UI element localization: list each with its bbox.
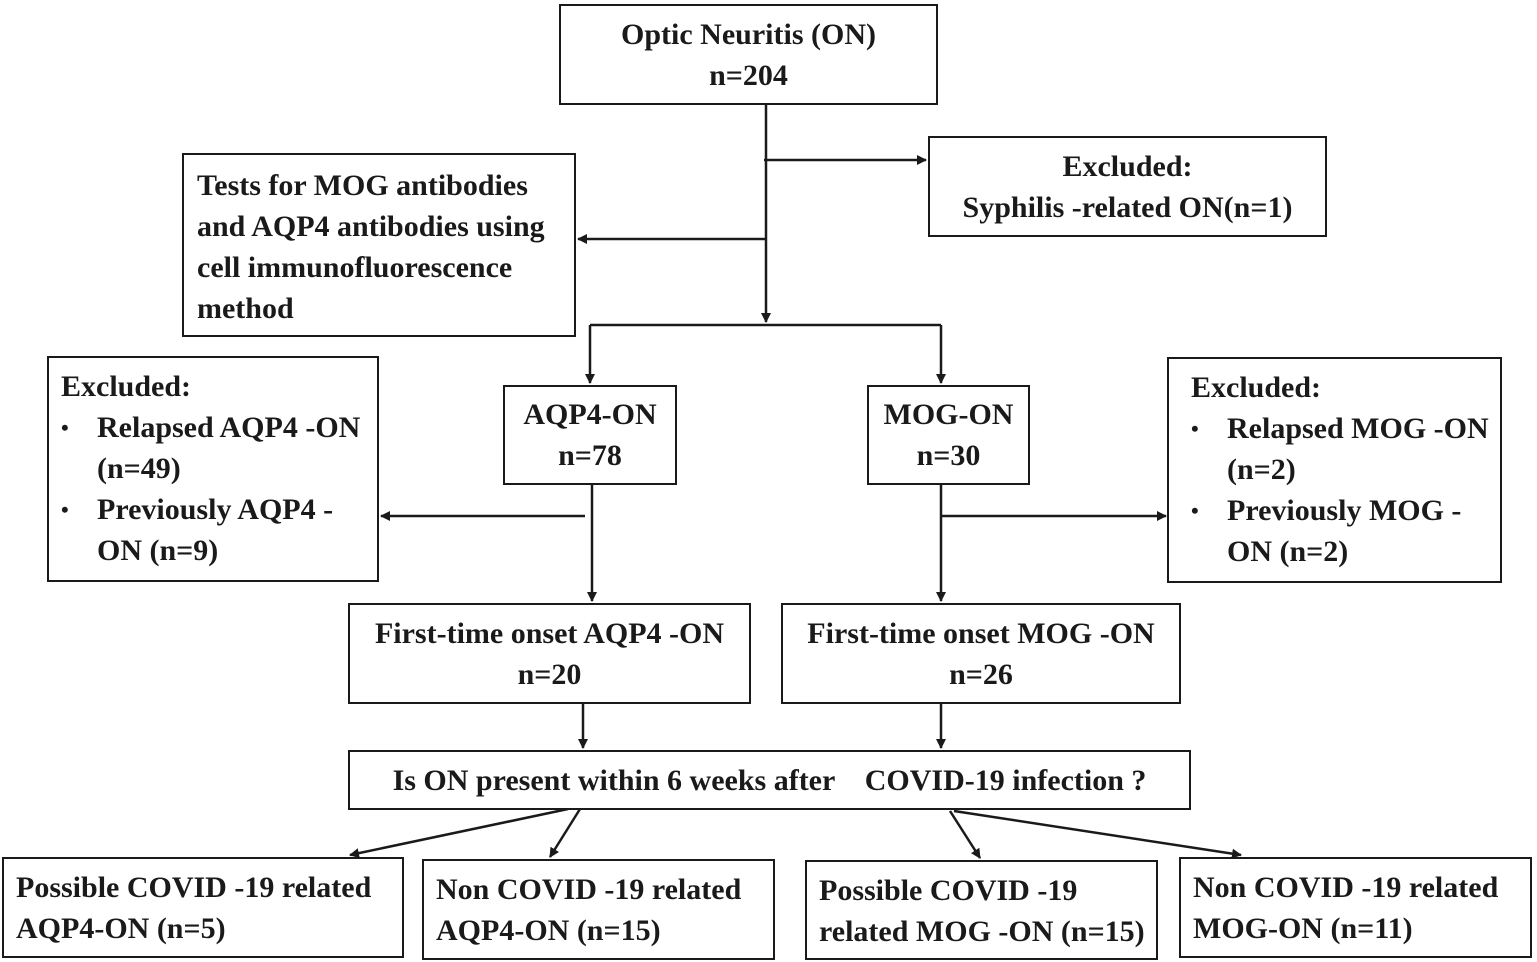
excluded-aqp4-relapsed-line-1: Relapsed AQP4 -ON bbox=[97, 411, 361, 444]
first-time-mog-node: First-time onset MOG -ON n=26 bbox=[781, 603, 1181, 704]
tests-line-3: cell immunofluorescence bbox=[197, 251, 513, 284]
non-covid-aqp4-node: Non COVID -19 related AQP4-ON (n=15) bbox=[422, 859, 775, 960]
excluded-syphilis-node: Excluded: Syphilis -related ON(n=1) bbox=[928, 136, 1327, 237]
aqp4-on-title: AQP4-ON bbox=[523, 398, 657, 431]
possible-covid-aqp4-node: Possible COVID -19 related AQP4-ON (n=5) bbox=[2, 857, 404, 958]
excluded-mog-node: Excluded: • Relapsed MOG -ON (n=2) • Pre… bbox=[1167, 357, 1502, 583]
excluded-aqp4-node: Excluded: • Relapsed AQP4 -ON (n=49) • P… bbox=[47, 356, 379, 582]
excluded-mog-previously-line-2: ON (n=2) bbox=[1227, 535, 1349, 568]
mog-on-node: MOG-ON n=30 bbox=[867, 385, 1030, 485]
bullet-icon: • bbox=[61, 497, 69, 522]
excluded-syphilis-reason: Syphilis -related ON(n=1) bbox=[962, 190, 1293, 224]
excluded-syphilis-title: Excluded: bbox=[1062, 149, 1193, 183]
excluded-mog-relapsed-line-2: (n=2) bbox=[1227, 453, 1296, 486]
bullet-icon: • bbox=[61, 415, 69, 440]
possible-covid-aqp4-line-2: AQP4-ON (n=5) bbox=[16, 912, 226, 945]
bullet-icon: • bbox=[1191, 416, 1199, 441]
connector-to-possible-aqp4 bbox=[349, 807, 569, 859]
root-count: n=204 bbox=[709, 58, 788, 92]
possible-covid-aqp4-line-1: Possible COVID -19 related bbox=[16, 871, 372, 904]
excluded-aqp4-previously-line-1: Previously AQP4 - bbox=[97, 493, 334, 526]
connector-to-non-aqp4 bbox=[548, 808, 582, 858]
excluded-aqp4-previously-line-2: ON (n=9) bbox=[97, 534, 219, 567]
first-time-aqp4-count: n=20 bbox=[517, 657, 582, 691]
tests-node: Tests for MOG antibodies and AQP4 antibo… bbox=[182, 153, 576, 337]
connector-to-possible-mog bbox=[948, 810, 982, 859]
first-time-aqp4-node: First-time onset AQP4 -ON n=20 bbox=[348, 603, 751, 704]
non-covid-mog-line-1: Non COVID -19 related bbox=[1193, 871, 1499, 904]
mog-on-count: n=30 bbox=[916, 439, 981, 472]
excluded-aqp4-bullet-relapsed: • Relapsed AQP4 -ON (n=49) bbox=[61, 407, 377, 489]
bullet-icon: • bbox=[1191, 498, 1199, 523]
excluded-mog-title: Excluded: bbox=[1191, 371, 1322, 404]
first-time-aqp4-title: First-time onset AQP4 -ON bbox=[374, 616, 725, 650]
covid-question-text: Is ON present within 6 weeks after COVID… bbox=[392, 763, 1147, 797]
aqp4-on-node: AQP4-ON n=78 bbox=[503, 385, 677, 485]
non-covid-mog-node: Non COVID -19 related MOG-ON (n=11) bbox=[1179, 857, 1532, 958]
excluded-mog-bullet-relapsed: • Relapsed MOG -ON (n=2) bbox=[1191, 408, 1500, 490]
non-covid-mog-line-2: MOG-ON (n=11) bbox=[1193, 912, 1413, 945]
excluded-aqp4-relapsed-line-2: (n=49) bbox=[97, 452, 181, 485]
possible-covid-mog-line-2: related MOG -ON (n=15) bbox=[819, 915, 1145, 948]
excluded-mog-relapsed-line-1: Relapsed MOG -ON bbox=[1227, 412, 1489, 445]
aqp4-on-count: n=78 bbox=[558, 439, 622, 472]
tests-line-2: and AQP4 antibodies using bbox=[197, 210, 545, 243]
excluded-mog-bullet-previously: • Previously MOG - ON (n=2) bbox=[1191, 490, 1500, 572]
excluded-aqp4-bullet-previously: • Previously AQP4 - ON (n=9) bbox=[61, 489, 377, 571]
root-title: Optic Neuritis (ON) bbox=[621, 17, 876, 51]
excluded-mog-previously-line-1: Previously MOG - bbox=[1227, 494, 1462, 527]
root-node: Optic Neuritis (ON) n=204 bbox=[559, 4, 938, 105]
excluded-aqp4-title: Excluded: bbox=[61, 370, 192, 403]
possible-covid-mog-line-1: Possible COVID -19 bbox=[819, 874, 1078, 907]
tests-line-1: Tests for MOG antibodies bbox=[197, 169, 528, 202]
covid-question-node: Is ON present within 6 weeks after COVID… bbox=[348, 750, 1191, 810]
mog-on-title: MOG-ON bbox=[883, 398, 1014, 431]
first-time-mog-count: n=26 bbox=[949, 657, 1013, 691]
possible-covid-mog-node: Possible COVID -19 related MOG -ON (n=15… bbox=[805, 860, 1158, 960]
connector-to-non-mog bbox=[953, 809, 1242, 859]
tests-line-4: method bbox=[197, 292, 294, 325]
non-covid-aqp4-line-1: Non COVID -19 related bbox=[436, 873, 742, 906]
first-time-mog-title: First-time onset MOG -ON bbox=[807, 616, 1155, 650]
non-covid-aqp4-line-2: AQP4-ON (n=15) bbox=[436, 914, 661, 947]
